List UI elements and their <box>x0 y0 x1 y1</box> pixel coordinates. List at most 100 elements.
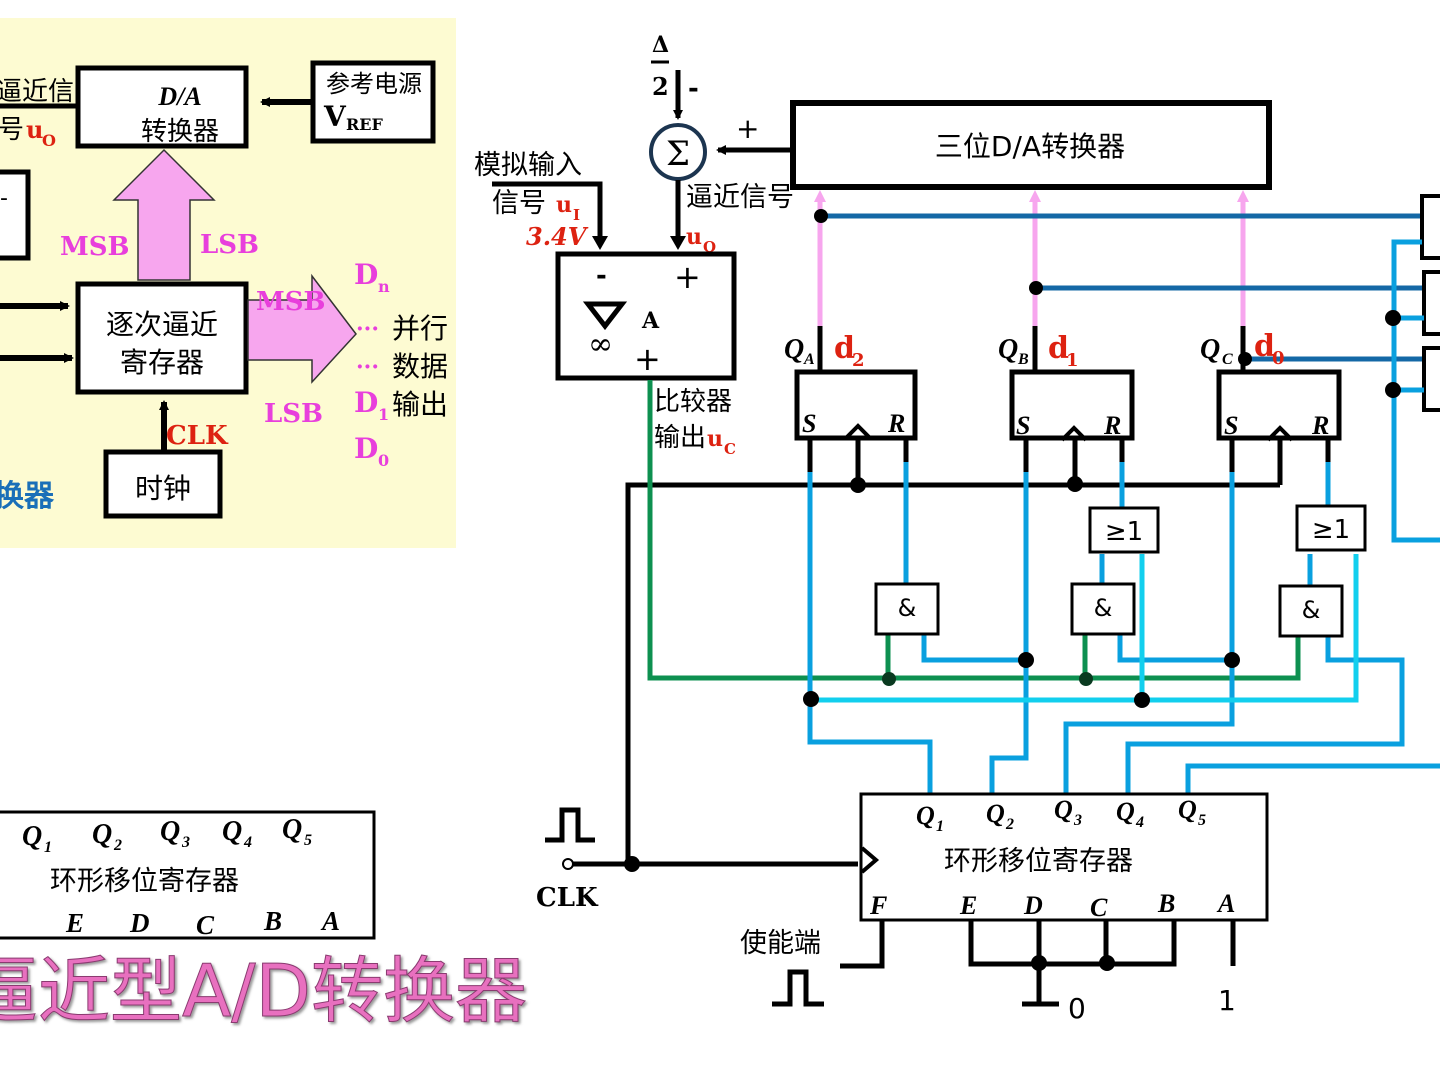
sar-block <box>75 281 249 395</box>
left-ring-input-b: B <box>263 906 282 936</box>
comparator-output-label-2: 输出 <box>654 423 706 453</box>
uc-var: u <box>707 426 723 452</box>
comparator-output-bus <box>647 380 1301 681</box>
left-ring-q4-sub: 4 <box>243 834 252 851</box>
flipflop-a-q: Q <box>784 334 804 365</box>
flipflop-b: Q B d 1 S R <box>998 326 1135 442</box>
ring-register-block <box>859 792 1269 922</box>
ring-input-b: B <box>1157 889 1175 918</box>
sar-label-2: 寄存器 <box>120 346 204 379</box>
flipflop-b-d: d <box>1048 331 1069 366</box>
left-ring-q2: Q <box>92 819 112 850</box>
and-gate-2-label: & <box>1094 594 1113 622</box>
output-text-1: 并行 <box>392 312 448 345</box>
left-da-label-2: 转换器 <box>141 117 219 147</box>
enable-pulse-icon <box>772 969 824 1007</box>
ring-q1: Q <box>916 801 935 830</box>
left-ring-register-block <box>0 810 376 940</box>
left-uo-sub: O <box>42 131 56 150</box>
left-ring-q-labels: Q 1 Q 2 Q 3 Q 4 Q 5 <box>22 814 312 856</box>
summing-junction <box>649 123 707 181</box>
ring-q4-sub: 4 <box>1135 814 1144 831</box>
and-gate-3-label: & <box>1302 596 1321 624</box>
ring-q1-sub: 1 <box>936 818 944 835</box>
vref-label-1: 参考电源 <box>326 70 422 98</box>
ring-input-c: C <box>1090 893 1108 922</box>
left-ring-input-a: A <box>320 906 340 936</box>
analog-input-arrowhead <box>592 236 608 250</box>
right-and-gate-2 <box>1422 270 1440 336</box>
right-and-gate-1 <box>1420 194 1440 260</box>
analog-input-wire <box>492 181 603 244</box>
uo-var: u <box>686 224 702 250</box>
left-ring-title: 环形移位寄存器 <box>50 866 239 897</box>
approx-signal-arrowhead <box>670 236 686 250</box>
left-approx-label-2: 号 <box>0 115 24 145</box>
junction-green-1 <box>882 672 896 686</box>
flipflop-a-r: R <box>887 409 905 438</box>
comparator-label-a: A <box>641 308 660 334</box>
output-dn: D <box>354 258 378 291</box>
and-gate-1 <box>874 582 940 636</box>
left-ring-q5-sub: 5 <box>304 832 312 849</box>
opamp-triangle-icon <box>582 301 628 331</box>
output-dn-sub: n <box>378 277 390 296</box>
flipflop-c: Q C d 0 S R <box>1200 326 1342 442</box>
uc-sub: C <box>724 440 736 458</box>
sar-to-da-bus-arrow <box>112 148 216 281</box>
junction-right-2 <box>1385 382 1401 398</box>
sigma-symbol: Σ <box>666 134 690 174</box>
lsb-up-label: LSB <box>200 230 259 260</box>
and-gate-1-label: & <box>898 594 917 622</box>
msb-right-label: MSB <box>256 287 326 317</box>
flipflop-a-clock-icon <box>844 423 872 440</box>
delta-denominator: 2 <box>652 72 669 101</box>
comparator-minus: - <box>596 261 607 291</box>
flipflop-c-clock-icon <box>1266 425 1294 442</box>
left-approx-label-1: 逼近信 <box>0 77 74 107</box>
ring-register-clock-icon <box>860 846 880 874</box>
comparator-output-label-1: 比较器 <box>654 387 732 417</box>
left-ring-q1: Q <box>22 821 42 852</box>
junction-blue-2 <box>1224 652 1240 668</box>
ring-register-title: 环形移位寄存器 <box>944 846 1133 877</box>
output-d1: D <box>354 386 378 419</box>
flipflop-b-r: R <box>1103 411 1121 440</box>
flipflop-c-s: S <box>1224 411 1238 440</box>
left-ring-q1-sub: 1 <box>44 839 52 856</box>
clock-bus <box>568 438 1331 867</box>
const-zero: 0 <box>1068 992 1086 1025</box>
ring-input-f: F <box>869 891 887 920</box>
clock-bus-line <box>625 482 1280 866</box>
lsb-right-label: LSB <box>264 399 323 429</box>
ring-q3-sub: 3 <box>1073 812 1082 829</box>
flipflop-c-r: R <box>1311 411 1329 440</box>
comparator-plus-bottom: + <box>634 340 661 378</box>
ring-input-e: E <box>959 891 977 920</box>
sum-plus-sign: + <box>736 112 759 145</box>
and-gate-3 <box>1278 584 1344 638</box>
junction-qb <box>1029 281 1043 295</box>
or-feedback-wires <box>810 554 1359 703</box>
left-ring-input-d: D <box>129 908 150 938</box>
junction-ground-1 <box>1031 955 1047 971</box>
output-text-3: 输出 <box>392 388 448 421</box>
main-title: 逼近型A/D转换器 <box>0 949 527 1033</box>
delta-numerator: Δ <box>652 32 669 58</box>
ring-q2-sub: 2 <box>1005 816 1014 833</box>
comparator-block <box>555 251 737 381</box>
flipflop-b-q: Q <box>998 334 1018 365</box>
junction-blue-1 <box>1018 652 1034 668</box>
flipflop-a-d: d <box>834 331 855 366</box>
or-gate-1-label: ≥1 <box>1105 517 1143 547</box>
three-bit-dac-label: 三位D/A转换器 <box>935 130 1125 163</box>
left-ring-q3-sub: 3 <box>181 834 190 851</box>
left-title-partial: 换器 <box>0 479 55 514</box>
flipflop-a: Q A d 2 S R <box>784 326 918 441</box>
left-ring-q3: Q <box>160 816 180 847</box>
flipflop-b-d-sub: 1 <box>1066 350 1079 371</box>
output-text-2: 数据 <box>392 350 448 383</box>
flipflop-a-s: S <box>802 409 816 438</box>
sar-label-1: 逐次逼近 <box>106 308 218 341</box>
